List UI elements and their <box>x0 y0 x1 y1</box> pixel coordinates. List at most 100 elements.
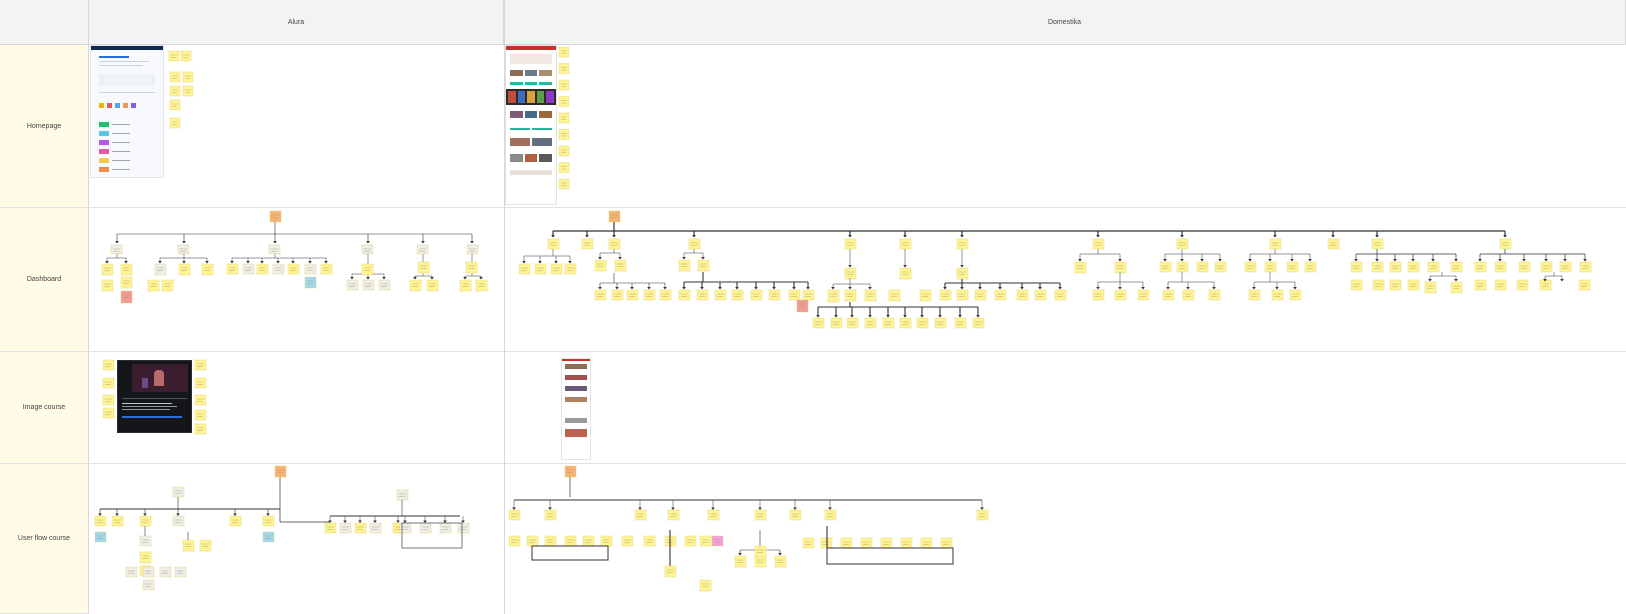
domestika-image-course-screenshot[interactable] <box>561 358 591 460</box>
sticky-note <box>1208 289 1221 301</box>
sticky-note <box>362 279 375 291</box>
sticky-note <box>558 63 570 74</box>
sticky-note <box>269 210 282 223</box>
connector-arrow <box>848 287 852 290</box>
connector-arrow <box>647 287 651 290</box>
alura-image-course-screenshot[interactable] <box>117 360 192 433</box>
sticky-note <box>830 317 843 329</box>
sticky-note <box>268 244 281 255</box>
connector-arrow <box>978 287 982 290</box>
connector-arrow <box>772 287 776 290</box>
sticky-note <box>802 289 815 301</box>
connector-arrow <box>421 241 425 244</box>
sticky-note <box>194 409 207 421</box>
alura-homepage-screenshot[interactable] <box>90 45 164 178</box>
sticky-note <box>1424 281 1437 294</box>
sticky-note <box>256 263 269 275</box>
sticky-note <box>508 509 521 521</box>
sticky-note <box>900 537 913 549</box>
connector-arrow <box>382 277 386 280</box>
sticky-note <box>154 263 167 276</box>
connector-arrow <box>1268 259 1272 262</box>
sticky-note <box>396 489 409 501</box>
connector-arrow <box>903 315 907 318</box>
sticky-note <box>180 50 192 62</box>
sticky-note <box>409 279 422 292</box>
sticky-note <box>544 509 557 521</box>
sticky-note <box>611 289 624 301</box>
connector-arrow <box>1331 235 1335 238</box>
sticky-note <box>182 71 194 83</box>
connector-arrow <box>1248 259 1252 262</box>
connector-arrow <box>831 287 835 290</box>
sticky-note <box>976 509 989 521</box>
connector-arrow <box>682 287 686 290</box>
connector-arrow <box>998 287 1002 290</box>
connector-arrow <box>920 315 924 318</box>
connector-arrow <box>711 507 715 510</box>
sticky-note <box>361 244 374 255</box>
connector-arrow <box>1058 287 1062 290</box>
sticky-note <box>229 515 242 527</box>
sticky-note <box>182 85 194 97</box>
connector-arrow <box>682 257 686 260</box>
sticky-note <box>378 279 391 291</box>
connector-arrow <box>554 261 558 264</box>
connector-arrow <box>1200 259 1204 262</box>
sticky-note <box>1182 289 1195 301</box>
sticky-note <box>1350 261 1363 273</box>
connector-arrow <box>176 513 180 516</box>
sticky-note <box>1271 289 1284 301</box>
connector-arrow <box>850 315 854 318</box>
row-label-image-course: Image course <box>22 404 66 411</box>
connector-arrow <box>615 287 619 290</box>
connector-arrow <box>938 315 942 318</box>
connector-arrow <box>1290 259 1294 262</box>
sticky-note <box>972 317 985 329</box>
connector-arrow <box>308 261 312 264</box>
sticky-note <box>731 289 744 301</box>
sticky-note <box>354 522 367 534</box>
connector-arrow <box>1218 259 1222 262</box>
sticky-note <box>1578 279 1591 291</box>
sticky-note <box>846 317 859 329</box>
sticky-note <box>142 579 155 591</box>
row-header-image-course: Image course <box>0 352 89 464</box>
sticky-note <box>94 531 107 543</box>
sticky-note <box>1074 261 1087 274</box>
sticky-note <box>94 515 107 527</box>
connector-arrow <box>522 261 526 264</box>
sticky-note <box>899 317 912 329</box>
connector-arrow <box>115 241 119 244</box>
sticky-note <box>139 535 152 547</box>
connector-arrow <box>980 507 984 510</box>
sticky-note <box>614 259 627 272</box>
sticky-note <box>120 263 133 276</box>
sticky-note <box>919 289 932 302</box>
sticky-note <box>1327 238 1340 250</box>
sticky-note <box>1350 279 1363 291</box>
sticky-note <box>439 522 452 534</box>
sticky-note <box>558 145 570 157</box>
sticky-note <box>194 394 207 406</box>
sticky-note <box>1539 279 1552 291</box>
sticky-note <box>626 289 639 301</box>
row-header-dashboard: Dashboard <box>0 208 89 352</box>
sticky-note <box>172 486 185 498</box>
sticky-note <box>882 317 895 329</box>
sticky-note <box>1092 289 1105 301</box>
domestika-homepage-screenshot[interactable] <box>505 45 557 205</box>
connector-arrow <box>366 241 370 244</box>
sticky-note <box>159 566 172 578</box>
connector-arrow <box>143 513 147 516</box>
sticky-note <box>621 535 634 547</box>
connector-arrow <box>960 287 964 290</box>
sticky-note <box>844 289 857 302</box>
connector-arrow <box>512 507 516 510</box>
sticky-note <box>558 79 570 91</box>
sticky-note <box>194 423 207 435</box>
sticky-note <box>1494 261 1507 273</box>
sticky-note <box>1407 261 1420 273</box>
sticky-note <box>754 545 767 558</box>
